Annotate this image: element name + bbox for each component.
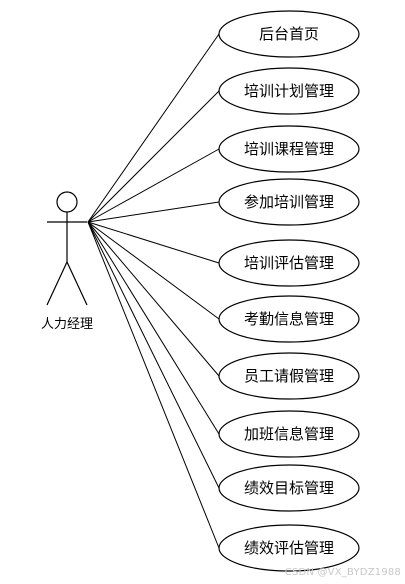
use-case-ellipse — [218, 352, 360, 400]
use-case-ellipse — [218, 178, 360, 226]
use-case-label: 加班信息管理 — [244, 425, 334, 443]
association-line — [87, 148, 220, 223]
uc-overtime: 加班信息管理 — [218, 410, 360, 458]
association-line — [87, 221, 220, 320]
use-cases: 后台首页培训计划管理培训课程管理参加培训管理培训评估管理考勤信息管理员工请假管理… — [218, 10, 360, 572]
uc-leave: 员工请假管理 — [218, 352, 360, 400]
association-lines — [87, 33, 220, 549]
use-case-ellipse — [218, 239, 360, 287]
actor-hr-manager — [46, 191, 88, 306]
use-case-ellipse — [218, 295, 360, 343]
actor-left-leg — [46, 261, 68, 306]
association-line — [87, 33, 220, 223]
use-case-ellipse — [218, 10, 360, 58]
use-case-ellipse — [218, 67, 360, 115]
association-line — [87, 221, 220, 264]
uc-performance-eval: 绩效评估管理 — [218, 524, 360, 572]
use-case-ellipse — [218, 464, 360, 512]
uc-training-plan: 培训计划管理 — [218, 67, 360, 115]
use-case-label: 绩效评估管理 — [244, 539, 334, 557]
use-case-label: 培训计划管理 — [244, 82, 334, 100]
uc-performance-goal: 绩效目标管理 — [218, 464, 360, 512]
association-line — [87, 90, 220, 223]
use-case-label: 考勤信息管理 — [244, 310, 334, 328]
uc-join-training: 参加培训管理 — [218, 178, 360, 226]
use-case-label: 绩效目标管理 — [244, 479, 334, 497]
use-case-ellipse — [218, 125, 360, 173]
association-line — [87, 201, 220, 223]
actor-label: 人力经理 — [41, 317, 93, 332]
actor-head — [56, 191, 78, 213]
uc-home: 后台首页 — [218, 10, 360, 58]
use-case-label: 培训课程管理 — [244, 140, 334, 158]
use-case-label: 员工请假管理 — [244, 367, 334, 385]
actor-right-leg — [66, 261, 88, 306]
association-line — [87, 221, 220, 377]
use-case-ellipse — [218, 410, 360, 458]
uc-training-eval: 培训评估管理 — [218, 239, 360, 287]
uc-training-course: 培训课程管理 — [218, 125, 360, 173]
watermark: CSDN @VX_BYDZ1988 — [284, 567, 401, 578]
use-case-label: 后台首页 — [259, 25, 319, 43]
uc-attendance: 考勤信息管理 — [218, 295, 360, 343]
use-case-label: 培训评估管理 — [244, 254, 334, 272]
association-line — [87, 221, 220, 489]
association-line — [87, 221, 220, 549]
association-line — [87, 221, 220, 435]
use-case-label: 参加培训管理 — [244, 193, 334, 211]
use-case-ellipse — [218, 524, 360, 572]
